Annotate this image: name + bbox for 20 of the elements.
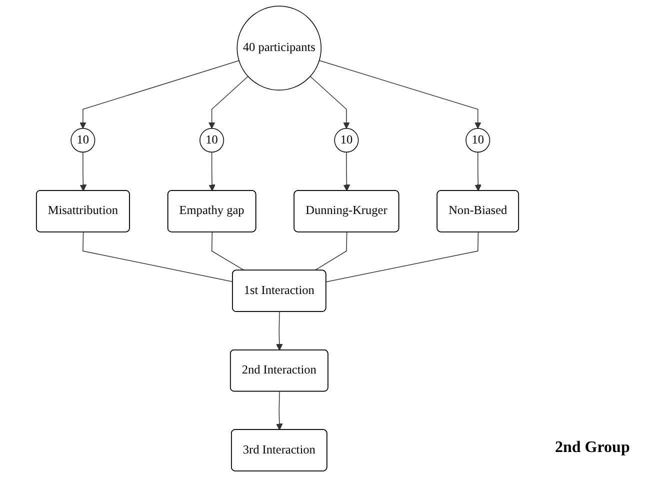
node-circle: 10 <box>334 128 359 153</box>
arrow <box>310 76 350 129</box>
arrow <box>474 152 482 192</box>
arrow <box>208 76 248 129</box>
arrow <box>276 391 283 430</box>
connector <box>211 232 245 271</box>
node-circle: 10 <box>200 128 224 153</box>
arrow <box>318 60 482 129</box>
arrow <box>208 152 216 192</box>
connector <box>314 232 348 271</box>
node-circle: 10 <box>70 128 96 153</box>
arrow <box>80 152 87 192</box>
arrow <box>343 152 350 192</box>
arrow <box>276 312 283 351</box>
node-circle: 10 <box>466 128 490 153</box>
connector <box>326 232 479 282</box>
node-circle: 40 participants <box>236 6 322 90</box>
arrow <box>80 60 240 129</box>
connector <box>82 232 234 282</box>
group-label: 2nd Group <box>555 439 631 457</box>
